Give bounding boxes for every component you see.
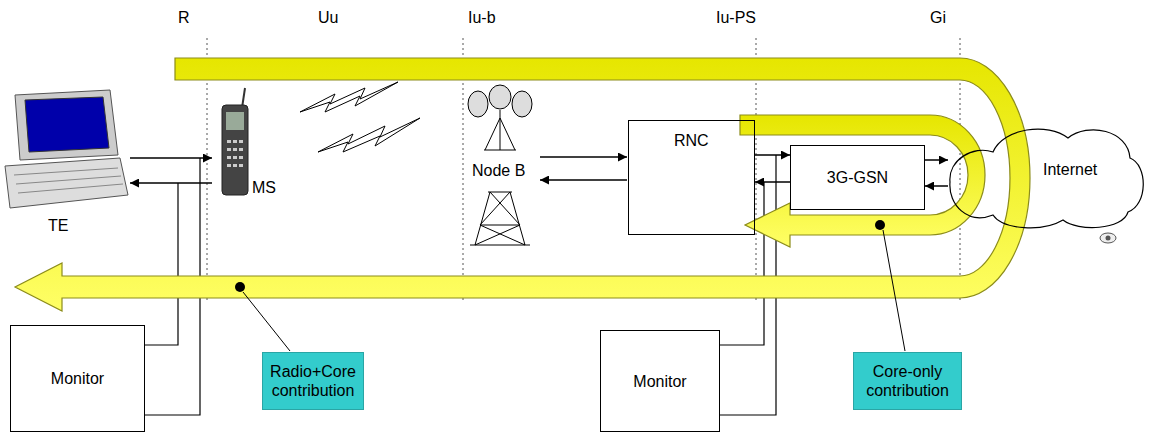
- core-only-flow-band: [740, 115, 985, 247]
- phone-key: [239, 140, 243, 143]
- callout-dot: [875, 220, 885, 230]
- tower-leg: [510, 192, 525, 245]
- phone-body: [222, 105, 248, 195]
- device-label: TE: [48, 216, 68, 235]
- internet-cloud: Internet: [948, 120, 1148, 232]
- laptop-screen-frame: [15, 90, 118, 160]
- phone-key: [233, 140, 237, 143]
- signal-connector: [925, 185, 948, 187]
- radio-bolt: [300, 82, 398, 112]
- node-text: Internet: [1043, 160, 1097, 179]
- radio-bolt: [318, 118, 420, 152]
- key-row: [16, 176, 121, 184]
- antenna-dish: [512, 91, 532, 117]
- signal-connector: [925, 159, 948, 161]
- laptop-keyboard: [5, 158, 128, 208]
- node-text: RNC: [674, 131, 709, 150]
- tower-strut: [480, 225, 525, 245]
- phone-key: [233, 164, 237, 167]
- node-text: 3G-GSN: [827, 168, 888, 187]
- monitor-wire: [145, 183, 178, 345]
- phone-key: [227, 140, 231, 143]
- signal-arrow: [540, 179, 627, 181]
- gsn-box: 3G-GSN: [790, 145, 925, 210]
- monitor-wire: [720, 182, 764, 345]
- phone-key: [239, 156, 243, 159]
- tower-strut: [475, 225, 520, 245]
- base-station-tower: [468, 85, 532, 245]
- monitor-box: Monitor: [600, 330, 720, 432]
- key-row: [14, 168, 118, 175]
- radio-core-flow-band: [15, 58, 1030, 311]
- cloud-shape: [950, 129, 1143, 228]
- device-label: MS: [252, 178, 276, 197]
- interface-label: Iu-b: [468, 8, 496, 27]
- tower-base: [470, 245, 530, 246]
- rnc-box: RNC: [628, 120, 755, 235]
- signal-connector: [755, 181, 790, 183]
- tower-strut: [500, 118, 515, 150]
- callout-dot: [235, 282, 245, 292]
- tower-strut: [488, 192, 512, 193]
- leader-line: [883, 230, 905, 351]
- tower-strut: [484, 150, 516, 151]
- device-label: Node B: [470, 161, 527, 180]
- tower-strut: [485, 118, 500, 150]
- interface-label: Uu: [318, 8, 338, 27]
- phone-key: [239, 148, 243, 151]
- antenna-dish: [468, 91, 488, 117]
- callout-box: Radio+Core contribution: [262, 352, 364, 410]
- phone-key: [227, 156, 231, 159]
- tower-strut: [480, 225, 520, 226]
- node-text: Radio+Core contribution: [267, 362, 359, 400]
- laptop-screen: [25, 97, 109, 152]
- phone-key: [233, 148, 237, 151]
- tower-leg: [475, 192, 490, 245]
- camera-icon: [1100, 233, 1116, 243]
- signal-connector: [755, 154, 790, 156]
- key-row: [18, 184, 123, 193]
- monitor-box: Monitor: [10, 325, 145, 432]
- antenna-dish: [489, 85, 511, 109]
- camera-lens: [1106, 236, 1111, 241]
- phone-key: [227, 164, 231, 167]
- interface-label: R: [178, 8, 190, 27]
- leader-line: [243, 292, 290, 351]
- phone-screen: [226, 112, 244, 130]
- signal-arrow: [540, 156, 627, 158]
- tower-strut: [480, 192, 510, 225]
- interface-label: Gi: [930, 8, 946, 27]
- phone-key: [227, 148, 231, 151]
- callout-box: Core-only contribution: [853, 352, 962, 410]
- node-text: Core-only contribution: [858, 362, 957, 400]
- node-text: Monitor: [633, 372, 686, 391]
- phone-key: [239, 164, 243, 167]
- phone-key: [233, 156, 237, 159]
- node-text: Monitor: [51, 369, 104, 388]
- phone-keypad: [227, 140, 243, 167]
- interface-label: Iu-PS: [716, 8, 756, 27]
- tower-mast: [500, 110, 501, 150]
